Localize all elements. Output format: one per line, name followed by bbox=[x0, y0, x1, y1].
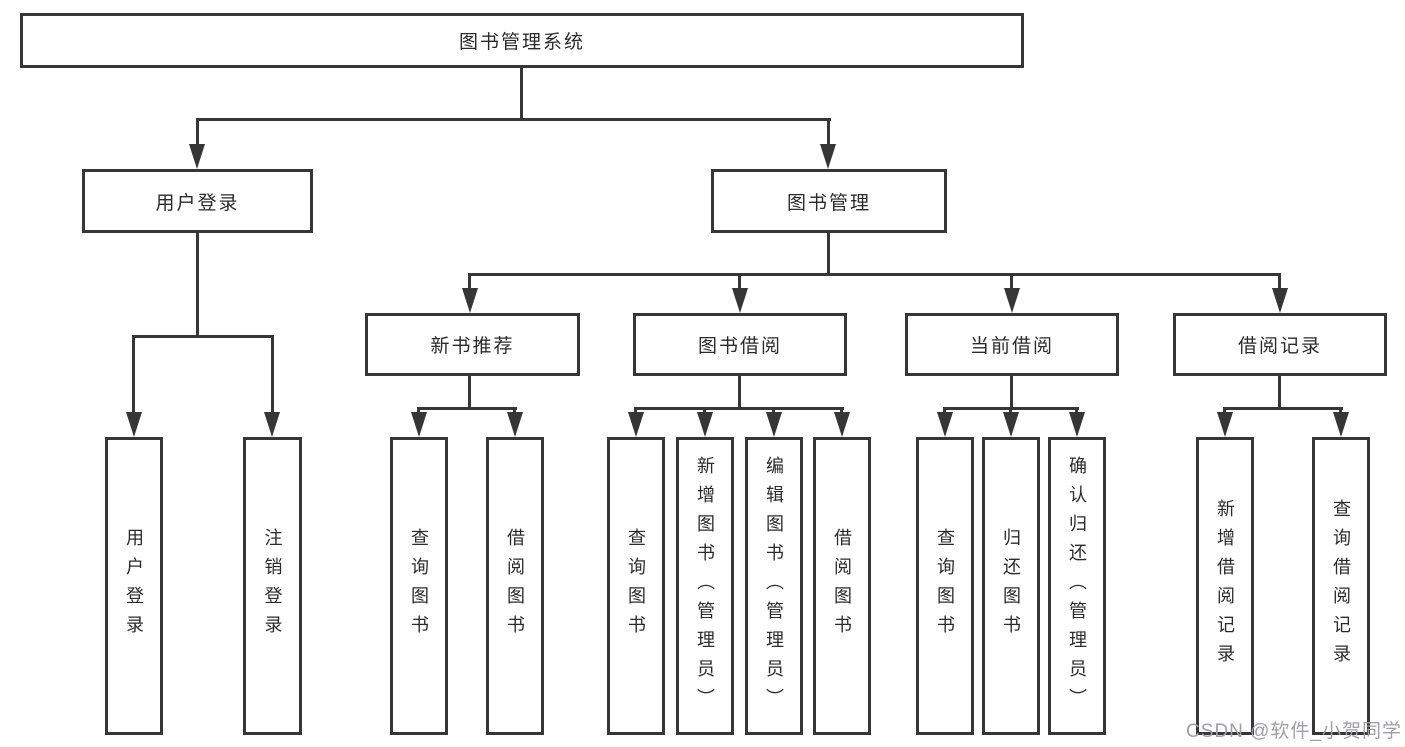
node-new-book-recommend: 新书推荐 bbox=[365, 313, 580, 376]
leaf-return-book: 归还图书 bbox=[982, 437, 1040, 735]
arrow-down-icon bbox=[697, 412, 713, 437]
arrow-down-icon bbox=[766, 412, 782, 437]
arrow-down-icon bbox=[1003, 412, 1019, 437]
watermark: CSDN @软件_小贺同学 bbox=[1186, 721, 1402, 742]
leaf-confirm-return-admin: 确认归还（管理员） bbox=[1048, 437, 1106, 735]
leaf-label: 用户登录 bbox=[124, 528, 144, 644]
connector-line bbox=[196, 233, 199, 335]
arrow-down-icon bbox=[1217, 412, 1233, 437]
node-borrowing-records-label: 借阅记录 bbox=[1237, 336, 1322, 357]
connector-line bbox=[703, 407, 706, 415]
leaf-label: 注销登录 bbox=[262, 528, 283, 644]
arrow-down-icon bbox=[628, 412, 644, 437]
leaf-logout: 注销登录 bbox=[243, 437, 302, 735]
arrow-down-icon bbox=[264, 412, 280, 437]
node-borrowing-records: 借阅记录 bbox=[1173, 313, 1387, 376]
connector-line bbox=[520, 68, 523, 118]
connector-line bbox=[1009, 407, 1012, 415]
connector-line bbox=[827, 233, 830, 273]
leaf-query-borrow-record: 查询借阅记录 bbox=[1312, 437, 1370, 735]
connector-line bbox=[1278, 273, 1281, 291]
leaf-label: 查询图书 bbox=[409, 528, 429, 644]
connector-line bbox=[1010, 376, 1013, 407]
connector-line bbox=[468, 376, 471, 407]
connector-line bbox=[513, 407, 516, 415]
connector-line bbox=[196, 118, 199, 146]
connector-line bbox=[738, 273, 741, 291]
leaf-label: 编辑图书（管理员） bbox=[764, 455, 784, 717]
connector-line bbox=[1010, 273, 1013, 291]
leaf-add-borrow-record: 新增借阅记录 bbox=[1196, 437, 1254, 735]
leaf-query-books-borrowing: 查询图书 bbox=[607, 437, 665, 735]
leaf-borrow-books-recommend: 借阅图书 bbox=[486, 437, 544, 735]
arrow-down-icon bbox=[507, 412, 523, 437]
connector-line bbox=[468, 273, 1281, 276]
leaf-label: 归还图书 bbox=[1001, 528, 1021, 644]
leaf-label: 借阅图书 bbox=[505, 528, 525, 644]
node-current-borrowing: 当前借阅 bbox=[905, 313, 1119, 376]
connector-line bbox=[132, 335, 135, 414]
leaf-query-books-recommend: 查询图书 bbox=[390, 437, 448, 735]
connector-line bbox=[1339, 407, 1342, 415]
node-book-management-label: 图书管理 bbox=[786, 192, 871, 214]
leaf-borrow-books-borrowing: 借阅图书 bbox=[813, 437, 871, 735]
arrow-down-icon bbox=[1333, 412, 1349, 437]
arrow-down-icon bbox=[937, 412, 953, 437]
connector-line bbox=[827, 118, 830, 146]
connector-line bbox=[132, 335, 274, 338]
node-book-management: 图书管理 bbox=[711, 169, 947, 233]
connector-line bbox=[1223, 407, 1343, 410]
node-root-label: 图书管理系统 bbox=[458, 32, 585, 53]
connector-line bbox=[1075, 407, 1078, 415]
arrow-down-icon bbox=[411, 412, 427, 437]
connector-line bbox=[943, 407, 946, 415]
arrow-down-icon bbox=[189, 144, 205, 169]
connector-line bbox=[634, 407, 844, 410]
connector-line bbox=[196, 118, 831, 121]
arrow-down-icon bbox=[1272, 288, 1288, 313]
connector-line bbox=[634, 407, 637, 415]
arrow-down-icon bbox=[1004, 288, 1020, 313]
leaf-label: 新增图书（管理员） bbox=[695, 455, 715, 717]
leaf-label: 查询图书 bbox=[935, 528, 955, 644]
arrow-down-icon bbox=[834, 412, 850, 437]
connector-line bbox=[468, 273, 471, 291]
node-book-borrowing-label: 图书借阅 bbox=[697, 336, 782, 357]
connector-line bbox=[738, 376, 741, 407]
leaf-add-book-admin: 新增图书（管理员） bbox=[676, 437, 734, 735]
node-root: 图书管理系统 bbox=[20, 13, 1024, 68]
arrow-down-icon bbox=[462, 288, 478, 313]
leaf-edit-book-admin: 编辑图书（管理员） bbox=[745, 437, 803, 735]
leaf-label: 查询图书 bbox=[626, 528, 646, 644]
connector-line bbox=[1223, 407, 1226, 415]
node-user-login: 用户登录 bbox=[82, 169, 313, 233]
leaf-query-books-current: 查询图书 bbox=[916, 437, 974, 735]
leaf-label: 查询借阅记录 bbox=[1331, 499, 1351, 673]
leaf-label: 借阅图书 bbox=[832, 528, 852, 644]
arrow-down-icon bbox=[126, 412, 142, 437]
connector-line bbox=[840, 407, 843, 415]
arrow-down-icon bbox=[1069, 412, 1085, 437]
node-book-borrowing: 图书借阅 bbox=[633, 313, 847, 376]
connector-line bbox=[271, 335, 274, 414]
leaf-user-login: 用户登录 bbox=[105, 437, 163, 735]
node-user-login-label: 用户登录 bbox=[155, 192, 240, 214]
connector-line bbox=[772, 407, 775, 415]
leaf-label: 确认归还（管理员） bbox=[1067, 455, 1087, 717]
connector-line bbox=[417, 407, 517, 410]
leaf-label: 新增借阅记录 bbox=[1215, 499, 1235, 673]
arrow-down-icon bbox=[732, 288, 748, 313]
node-current-borrowing-label: 当前借阅 bbox=[969, 336, 1054, 357]
connector-line bbox=[1278, 376, 1281, 407]
node-new-book-recommend-label: 新书推荐 bbox=[430, 336, 515, 357]
connector-line bbox=[417, 407, 420, 415]
arrow-down-icon bbox=[820, 144, 836, 169]
